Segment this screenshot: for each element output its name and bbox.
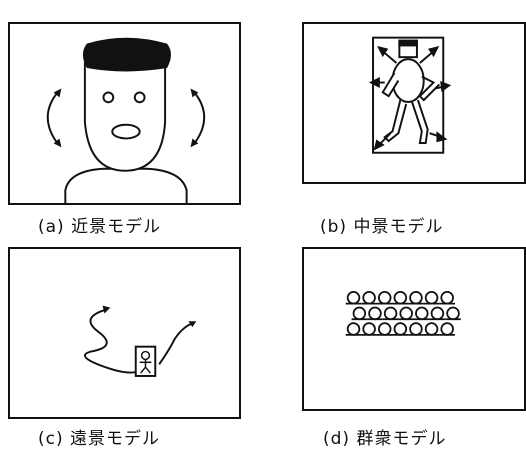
figure-bounding-box xyxy=(372,36,445,154)
panel-closeup xyxy=(8,22,241,205)
panel-longshot xyxy=(8,247,241,419)
caption-c: (c) 遠景モデル xyxy=(38,429,161,449)
caption-b: (b) 中景モデル xyxy=(320,217,444,237)
crowd-group xyxy=(345,291,461,336)
left-leg xyxy=(383,99,408,143)
crowd-person xyxy=(378,322,392,336)
crowd-person xyxy=(430,306,445,321)
crowd-person xyxy=(362,291,376,305)
right-rotation-arrow xyxy=(193,91,206,144)
right-arm xyxy=(418,75,441,102)
caption-a: (a) 近景モデル xyxy=(38,217,162,237)
crowd-person xyxy=(399,306,413,321)
left-eye xyxy=(102,91,115,104)
hair xyxy=(82,37,171,72)
left-rotation-arrow xyxy=(46,91,59,144)
crowd-person xyxy=(424,291,439,305)
face-outline xyxy=(83,62,167,172)
crowd-person xyxy=(368,306,382,321)
closeup-figure xyxy=(46,37,206,203)
crowd-person xyxy=(383,306,398,321)
path-right xyxy=(158,322,193,365)
crowd-person xyxy=(409,322,423,336)
left-arm xyxy=(381,72,400,98)
crowd-person xyxy=(352,306,367,321)
right-leg xyxy=(411,99,429,144)
crowd-figure xyxy=(345,291,461,336)
longshot-figure xyxy=(84,305,197,377)
crowd-person xyxy=(346,322,361,336)
mouth xyxy=(111,123,141,140)
crowd-person xyxy=(378,291,392,305)
motion-arrows xyxy=(368,45,452,151)
shoulders xyxy=(64,167,188,203)
crowd-person xyxy=(393,291,408,305)
crowd-person xyxy=(424,322,439,336)
crowd-person xyxy=(446,306,460,321)
crowd-person xyxy=(362,322,376,336)
caption-d: (d) 群衆モデル xyxy=(323,429,447,449)
path-left xyxy=(84,308,136,374)
crowd-person xyxy=(440,322,454,336)
midshot-figure xyxy=(368,36,452,154)
panel-midshot xyxy=(302,22,526,184)
crowd-person xyxy=(346,291,361,305)
crowd-person xyxy=(440,291,454,305)
crowd-person xyxy=(393,322,408,336)
crowd-person xyxy=(409,291,423,305)
panel-crowd xyxy=(302,247,526,411)
crowd-person xyxy=(415,306,429,321)
right-eye xyxy=(133,91,146,104)
